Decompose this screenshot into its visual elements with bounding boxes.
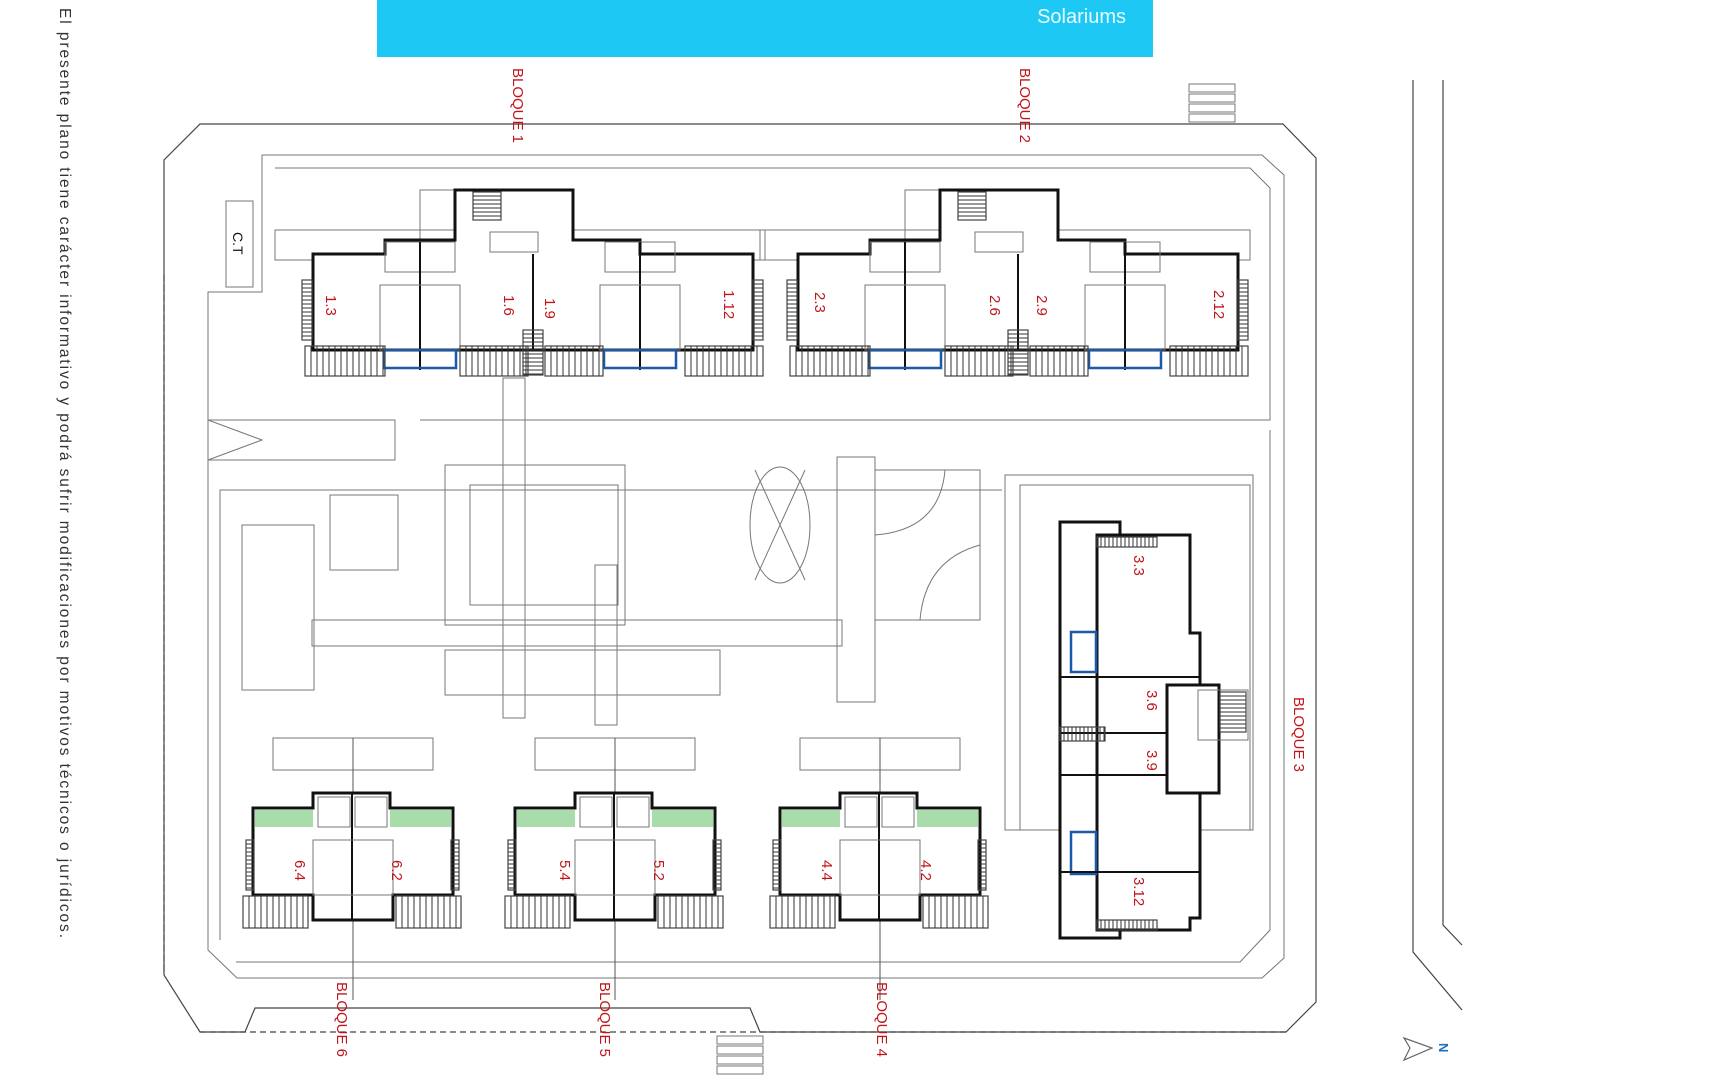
unit-number: 2.6 [986,295,1003,316]
common-area [207,377,1254,831]
north-arrow-icon [1402,1036,1434,1062]
crosswalk-stripe [1188,103,1236,113]
building-bloque-6 [242,737,462,1000]
unit-number: 2.9 [1033,295,1050,316]
unit-number: 1.12 [720,290,737,319]
unit-number: 3.3 [1130,555,1147,576]
building-bloque-2 [759,188,1251,377]
block-label: BLOQUE 1 [509,68,526,143]
crosswalk-stripe [1188,83,1236,93]
block-label: BLOQUE 5 [596,982,613,1057]
unit-number: 6.2 [388,860,405,881]
block-label: BLOQUE 4 [873,982,890,1057]
block-label: BLOQUE 6 [333,982,350,1057]
unit-number: 2.3 [811,292,828,313]
unit-number: 1.3 [322,295,339,316]
crosswalk-stripe [716,1035,764,1045]
unit-number: 5.4 [556,860,573,881]
unit-number: 3.12 [1130,877,1147,906]
unit-number: 5.2 [650,860,667,881]
building-bloque-4 [769,737,989,1000]
solariums-banner [377,0,1153,57]
crosswalk-stripe [1188,93,1236,103]
ct-box [225,200,254,288]
crosswalk-stripe [716,1065,764,1075]
crosswalk-top [1188,83,1236,123]
north-arrow: N [1402,1036,1451,1062]
building-bloque-1 [274,188,766,377]
building-bloque-3 [1058,520,1249,940]
unit-number: 4.2 [917,860,934,881]
site-boundary [163,123,1317,1033]
unit-number: 3.6 [1143,690,1160,711]
block-label: BLOQUE 3 [1290,697,1307,772]
unit-number: 2.12 [1210,290,1227,319]
solariums-label: Solariums [1037,6,1126,28]
unit-number: 1.6 [500,295,517,316]
unit-number: 3.9 [1143,750,1160,771]
unit-number: 6.4 [291,860,308,881]
crosswalk-stripe [716,1055,764,1065]
disclaimer-text: El presente plano tiene carácter informa… [56,8,73,938]
crosswalk-stripe [716,1045,764,1055]
crosswalk-stripe [1188,113,1236,123]
crosswalk-bottom [716,1035,764,1075]
ct-label: C.T [230,232,246,255]
unit-number: 1.9 [541,298,558,319]
road [1412,80,1463,1011]
building-bloque-5 [504,737,724,1000]
unit-number: 4.4 [818,860,835,881]
north-label: N [1436,1043,1451,1052]
block-label: BLOQUE 2 [1016,68,1033,143]
